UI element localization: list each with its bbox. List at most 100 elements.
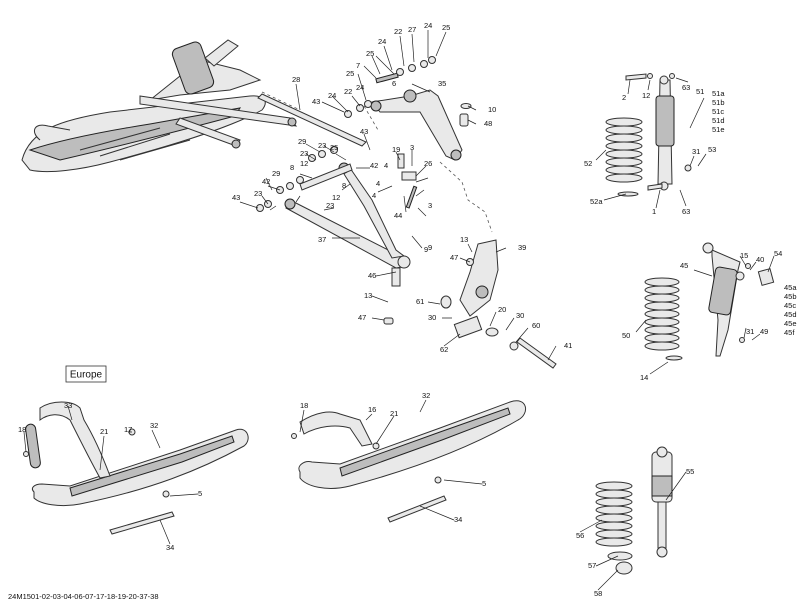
callout-label: 23 <box>318 141 326 150</box>
callout-label: 3 <box>410 143 414 152</box>
callout-label: 39 <box>518 243 526 252</box>
callout-label: 51a <box>712 89 725 98</box>
callout-label: 4 <box>376 179 380 188</box>
callout-label: 13 <box>364 291 372 300</box>
callout-label: 63 <box>682 83 690 92</box>
callout-label: 19 <box>392 145 400 154</box>
callout-label: 23 <box>254 189 262 198</box>
callout-label: 26 <box>424 159 432 168</box>
callout-label: 30 <box>428 313 436 322</box>
callout-label: 53 <box>708 145 716 154</box>
ski-center <box>291 400 526 523</box>
callout-label: 18 <box>300 401 308 410</box>
callout-label: 52a <box>590 197 603 206</box>
callout-label: 31 <box>746 327 754 336</box>
callout-label: 22 <box>344 87 352 96</box>
spring-middle <box>644 277 680 351</box>
callout-label: 2 <box>622 93 626 102</box>
callout-label: 58 <box>594 589 602 598</box>
callout-label: 17 <box>124 425 132 434</box>
callout-label: 18 <box>18 425 26 434</box>
callout-label: 1 <box>652 207 656 216</box>
shock-absorber-upper <box>625 73 692 191</box>
upper-a-arm <box>370 89 463 161</box>
callout-label: 10 <box>488 105 496 114</box>
callout-label: 25 <box>442 23 450 32</box>
callout-label: 49 <box>760 327 768 336</box>
callout-label: 4 <box>372 191 376 200</box>
callout-label: 62 <box>440 345 448 354</box>
callout-label: 12 <box>642 91 650 100</box>
callout-label: 45d <box>784 310 797 319</box>
callout-label: 20 <box>498 305 506 314</box>
ski-left <box>23 401 249 535</box>
callout-label: 7 <box>356 61 360 70</box>
callout-label: 8 <box>290 163 294 172</box>
spindle <box>440 239 557 369</box>
callout-label: 24 <box>328 91 336 100</box>
callout-label: 47 <box>450 253 458 262</box>
callout-label: 47 <box>358 313 366 322</box>
callout-label: 31 <box>692 147 700 156</box>
shock-absorber-lower <box>651 446 673 558</box>
callout-label: 12 <box>300 159 308 168</box>
hardware-stack <box>344 56 472 127</box>
region-label-box: Europe <box>65 365 107 383</box>
leader-lines <box>23 30 775 591</box>
callout-label: 24 <box>378 37 386 46</box>
callout-label: 32 <box>150 421 158 430</box>
callout-label: 61 <box>416 297 424 306</box>
callout-label: 25 <box>330 143 338 152</box>
callout-label: 21 <box>100 427 108 436</box>
callout-label: 57 <box>588 561 596 570</box>
callout-label: 51e <box>712 125 725 134</box>
callout-label: 50 <box>622 331 630 340</box>
callout-label: 29 <box>298 137 306 146</box>
callout-labels: 28 24 22 27 24 25 25 7 25 6 35 43 24 22 … <box>18 21 797 598</box>
callout-label: 51 <box>696 87 704 96</box>
callout-label: 30 <box>516 311 524 320</box>
callout-label: 3 <box>428 201 432 210</box>
callout-label: 42 <box>370 161 378 170</box>
callout-label: 24 <box>424 21 432 30</box>
lower-a-arm <box>256 146 418 325</box>
callout-label: 34 <box>454 515 462 524</box>
callout-label: 42 <box>262 177 270 186</box>
callout-label: 60 <box>532 321 540 330</box>
callout-label: 25 <box>366 49 374 58</box>
callout-label: 23 <box>300 149 308 158</box>
callout-label: 46 <box>368 271 376 280</box>
callout-label: 34 <box>166 543 174 552</box>
rod <box>257 93 367 147</box>
callout-label: 28 <box>292 75 300 84</box>
callout-label: 45e <box>784 319 797 328</box>
callout-label: 63 <box>682 207 690 216</box>
callout-label: 24 <box>356 83 364 92</box>
callout-label: 25 <box>346 69 354 78</box>
front-suspension-assembly <box>21 39 298 173</box>
callout-label: 54 <box>774 249 782 258</box>
callout-label: 23 <box>326 201 334 210</box>
callout-label: 29 <box>272 169 280 178</box>
callout-label: 32 <box>422 391 430 400</box>
callout-label: 9 <box>424 245 428 254</box>
callout-label: 51b <box>712 98 725 107</box>
shock-absorber-middle <box>665 242 775 361</box>
callout-label: 52 <box>584 159 592 168</box>
callout-label: 35 <box>438 79 446 88</box>
callout-label: 22 <box>394 27 402 36</box>
callout-label: 8 <box>342 181 346 190</box>
callout-label: 15 <box>740 251 748 260</box>
callout-label: 27 <box>408 25 416 34</box>
callout-label: 16 <box>368 405 376 414</box>
callout-label: 45a <box>784 283 797 292</box>
callout-label: 9 <box>428 243 432 252</box>
callout-label: 45c <box>784 301 796 310</box>
callout-label: 48 <box>484 119 492 128</box>
callout-label: 43 <box>232 193 240 202</box>
callout-label: 45f <box>784 328 795 337</box>
region-label: Europe <box>70 370 103 381</box>
callout-label: 44 <box>394 211 402 220</box>
callout-label: 13 <box>460 235 468 244</box>
